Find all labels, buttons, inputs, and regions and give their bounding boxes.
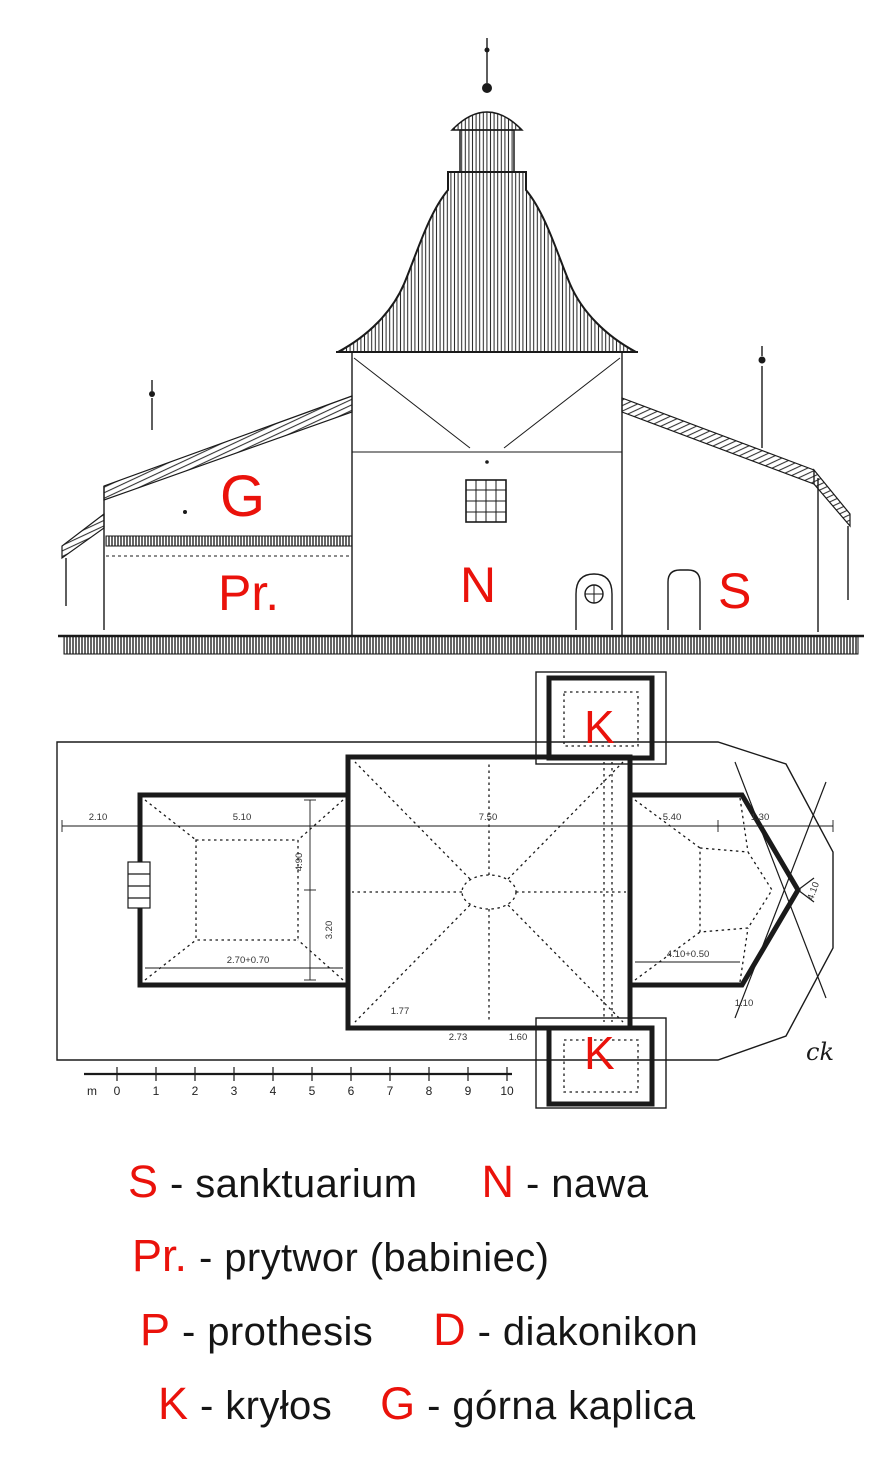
church-drawing-svg: 2.10 5.10 7.50 5.40 1.30 4.90 3.20 2.70+… — [56, 38, 864, 1109]
legend-entry-prothesis: P - prothesis — [140, 1304, 373, 1356]
south-krylos-walls — [546, 1025, 655, 1107]
lattice-window — [465, 479, 507, 523]
left-pent-roof — [61, 512, 105, 560]
north-chapel-outline — [535, 671, 667, 765]
legend-entry-nawa: N - nawa — [482, 1156, 649, 1208]
lantern — [459, 129, 515, 173]
legend-row-1: S - sanktuarium N - nawa — [0, 1156, 887, 1208]
legend-text-nawa: - nawa — [526, 1162, 649, 1206]
legend-text-krylos: - kryłos — [200, 1384, 333, 1428]
legend-text-diakonikon: - diakonikon — [477, 1310, 699, 1354]
dim-text: 3.20 — [324, 921, 335, 940]
legend-entry-gorna-kaplica: G - górna kaplica — [380, 1378, 695, 1430]
right-roof — [621, 397, 815, 485]
vault-projection-lines — [144, 691, 773, 1093]
scale-tick: 8 — [426, 1084, 433, 1098]
legend: S - sanktuarium N - nawa Pr. - prytwor (… — [0, 1156, 887, 1452]
legend-symbol-g: G — [380, 1378, 416, 1429]
west-entrance — [127, 861, 151, 909]
signature: ck — [806, 1038, 834, 1066]
dimension-lines — [61, 799, 834, 981]
roof-outline — [56, 741, 834, 1061]
label-krylos-north: K — [584, 701, 615, 753]
dim-text: 4.10 — [805, 881, 822, 902]
scale-unit: m — [87, 1084, 97, 1098]
legend-symbol-n: N — [481, 1156, 515, 1207]
arch-niche — [575, 573, 613, 630]
scale-tick: 7 — [387, 1084, 394, 1098]
dim-text: 1.30 — [751, 812, 770, 823]
label-prytwor: Pr. — [218, 565, 280, 621]
legend-symbol-k: K — [158, 1378, 189, 1429]
legend-row-2: Pr. - prytwor (babiniec) — [0, 1230, 887, 1282]
dim-text: 2.10 — [89, 812, 108, 823]
scale-tick: 1 — [153, 1084, 160, 1098]
legend-symbol-d: D — [433, 1304, 466, 1355]
dome — [336, 38, 638, 353]
sanctuary-walls — [630, 792, 801, 988]
scale-tick: 6 — [348, 1084, 355, 1098]
dim-text: 4.90 — [294, 853, 305, 872]
legend-entry-prytwor: Pr. - prytwor (babiniec) — [132, 1230, 549, 1282]
legend-text-prothesis: - prothesis — [182, 1310, 374, 1354]
dim-text: 1.77 — [391, 1006, 410, 1017]
legend-text-prytwor: - prytwor (babiniec) — [199, 1236, 550, 1280]
label-gorna-kaplica: G — [220, 464, 266, 529]
scale-tick: 5 — [309, 1084, 316, 1098]
legend-entry-diakonikon: D - diakonikon — [433, 1304, 698, 1356]
dimension-numbers: 2.10 5.10 7.50 5.40 1.30 4.90 3.20 2.70+… — [89, 812, 822, 1043]
scale-tick: 2 — [192, 1084, 199, 1098]
scale-tick: 4 — [270, 1084, 277, 1098]
legend-symbol-p: P — [140, 1304, 171, 1355]
dim-text: 1.60 — [509, 1032, 528, 1043]
right-eave — [813, 468, 851, 528]
floor-plan: 2.10 5.10 7.50 5.40 1.30 4.90 3.20 2.70+… — [56, 671, 834, 1109]
dim-text: 2.73 — [449, 1032, 468, 1043]
dim-text: 5.40 — [663, 812, 682, 823]
legend-entry-sanktuarium: S - sanktuarium — [128, 1156, 418, 1208]
scale-bar: m 0 1 2 3 4 5 6 7 8 9 10 — [84, 1067, 514, 1098]
south-chapel-outline — [535, 1017, 667, 1109]
scale-tick: 9 — [465, 1084, 472, 1098]
elevation-drawing — [58, 38, 864, 655]
label-sanktuarium: S — [718, 563, 752, 619]
dim-text: 7.50 — [479, 812, 498, 823]
legend-text-sanktuarium: - sanktuarium — [170, 1162, 418, 1206]
dim-text: 5.10 — [233, 812, 252, 823]
label-krylos-south: K — [584, 1027, 615, 1079]
legend-symbol-pr: Pr. — [132, 1230, 188, 1281]
scale-tick: 0 — [114, 1084, 121, 1098]
north-krylos-walls — [546, 675, 655, 761]
gallery-floor — [105, 535, 353, 547]
scale-tick: 10 — [500, 1084, 514, 1098]
legend-row-3: P - prothesis D - diakonikon — [0, 1304, 887, 1356]
legend-symbol-s: S — [128, 1156, 159, 1207]
scale-tick: 3 — [231, 1084, 238, 1098]
dim-text: 1.10 — [735, 998, 754, 1009]
right-door — [667, 569, 701, 630]
legend-row-4: K - kryłos G - górna kaplica — [0, 1378, 887, 1430]
dim-text: 2.70+0.70 — [227, 955, 270, 966]
label-nawa: N — [460, 557, 497, 613]
legend-text-gorna-kaplica: - górna kaplica — [427, 1384, 696, 1428]
nave-walls — [345, 754, 633, 1031]
ground-hatch — [63, 635, 859, 655]
legend-entry-krylos: K - kryłos — [158, 1378, 332, 1430]
dim-text: 4.10+0.50 — [667, 949, 710, 960]
